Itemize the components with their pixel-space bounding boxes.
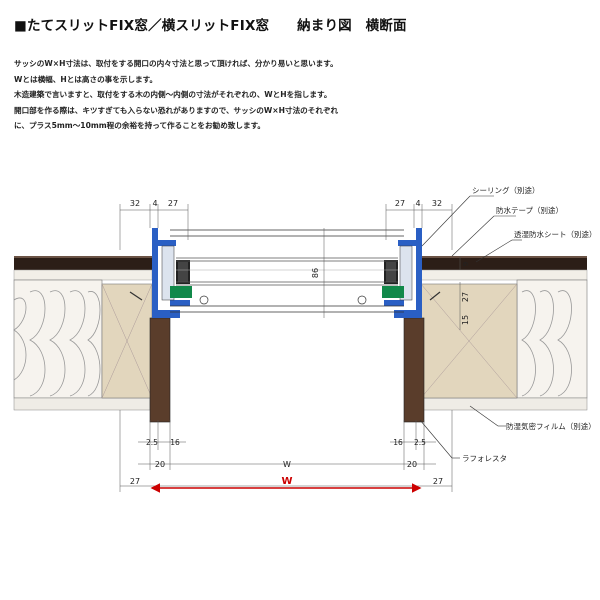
dimension-top-left [119, 204, 189, 250]
insulation-right [516, 279, 588, 399]
interior-trim [149, 317, 425, 423]
callout-leaders [419, 195, 522, 459]
description-line: 開口部を作る際は、キツすぎても入らない恐れがありますので、サッシのW×H寸法のそ… [14, 105, 339, 115]
insulation-left [13, 279, 103, 399]
interior-finish [13, 397, 588, 411]
dim-top-right-27: 27 [395, 199, 405, 208]
screw-left [129, 291, 143, 301]
frame-left [152, 228, 192, 318]
description-text: サッシのW×H寸法は、取付をする開口の内々寸法と思って頂ければ、分かり易いと思い… [14, 56, 586, 134]
wood-stud-right [420, 283, 518, 399]
dim-9: 9 [462, 262, 470, 266]
dim-top-left-4: 4 [152, 199, 157, 208]
description-line: サッシのW×H寸法は、取付をする開口の内々寸法と思って頂ければ、分かり易いと思い… [14, 59, 338, 68]
callout-waterproof-tape: 防水テープ（別途） [496, 205, 563, 215]
title-main: ■たてスリットFIX窓／横スリットFIX窓 [14, 18, 270, 34]
dim-top-right-4: 4 [415, 199, 420, 208]
callout-breathable-sheet: 透湿防水シート（別途） [514, 229, 597, 239]
description-line: Wとは横幅、Hとは高さの事を示します。 [14, 74, 158, 84]
glass-pane [176, 257, 398, 286]
dim-bottom-2-5-right: 2.5 [414, 438, 426, 447]
wood-stud-left [101, 283, 153, 399]
dim-27-left: 27 [130, 477, 140, 486]
sill-profile [170, 229, 404, 313]
dim-20-left: 20 [155, 460, 165, 469]
callout-vapor-film: 防湿気密フィルム（別途） [506, 421, 596, 431]
frame-right [382, 228, 422, 318]
dim-27-vertical: 27 [461, 292, 470, 302]
dim-20-right: 20 [407, 460, 417, 469]
dim-15: 15 [461, 315, 470, 325]
callout-lath: ラフォレスタ [462, 454, 507, 463]
title-sub: 納まり図 横断面 [297, 18, 407, 34]
dim-27-right: 27 [433, 477, 443, 486]
sheathing-layer [13, 269, 588, 281]
callout-sealing: シーリング（別途） [472, 185, 540, 195]
dimension-top-right [385, 204, 453, 250]
dim-86: 86 [311, 268, 320, 278]
dim-bottom-16-left: 16 [170, 438, 180, 447]
dim-top-right-32: 32 [432, 199, 442, 208]
dimension-vertical [323, 228, 461, 330]
dim-bottom-16-right: 16 [393, 438, 403, 447]
screw-right [429, 291, 441, 301]
page-title: ■たてスリットFIX窓／横スリットFIX窓 納まり図 横断面 [14, 14, 407, 34]
description-line: に、プラス5mm～10mm程の余裕を持って作ることをお勧め致します。 [14, 121, 266, 131]
exterior-siding [14, 256, 587, 270]
dim-top-left-32: 32 [130, 199, 140, 208]
dim-inner-w: W [283, 460, 291, 469]
description-line: 木造建築で言いますと、取付をする木の内側～内側の寸法がそれぞれの、WとHを指しま… [14, 90, 332, 100]
dim-outer-w: W [281, 476, 292, 487]
dim-bottom-2-5-left: 2.5 [146, 438, 158, 447]
dim-top-left-27: 27 [168, 199, 178, 208]
